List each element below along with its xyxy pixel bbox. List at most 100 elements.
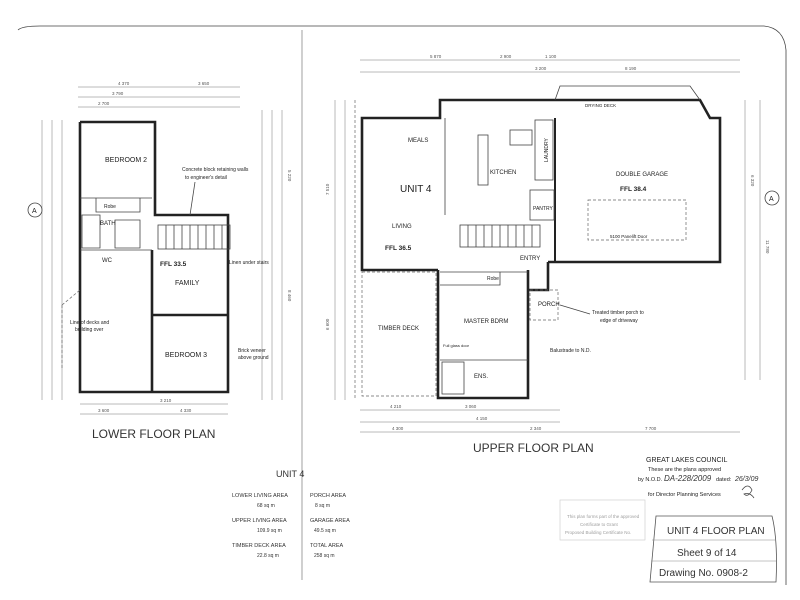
timber-deck-outline bbox=[361, 271, 437, 397]
robe bbox=[95, 198, 141, 213]
dim-label: 7 510 bbox=[325, 183, 330, 195]
area-label: TIMBER DECK AREA bbox=[232, 543, 286, 549]
kitchen-bench bbox=[477, 134, 489, 186]
dim-label: 4 210 bbox=[390, 404, 402, 409]
council-name: GREAT LAKES COUNCIL bbox=[646, 457, 728, 464]
unit-label: UNIT 4 bbox=[400, 184, 432, 195]
note-text: Brick veneer bbox=[238, 348, 266, 354]
stairs-lower bbox=[157, 224, 231, 250]
dim-label: 6 320 bbox=[750, 175, 755, 187]
section-marker bbox=[764, 190, 780, 206]
area-heading: UNIT 4 bbox=[276, 469, 304, 479]
dim-label: 4 370 bbox=[118, 81, 130, 86]
area-value: 68 sq m bbox=[257, 503, 275, 509]
title-block-frame bbox=[649, 515, 777, 583]
dim-label: 3 790 bbox=[112, 91, 124, 96]
stamp-line: for Director Planning Services bbox=[648, 492, 721, 498]
faint-stamp-line: Proposed Building Certificate No. bbox=[565, 530, 631, 535]
note-text: above ground bbox=[238, 355, 269, 361]
area-label: PORCH AREA bbox=[310, 493, 346, 499]
laundry bbox=[534, 119, 554, 181]
faint-stamp-box bbox=[559, 499, 646, 541]
note-text: Treated timber porch to bbox=[592, 310, 644, 316]
section-marker-label: A bbox=[769, 196, 774, 203]
room-label: MEALS bbox=[408, 138, 428, 144]
note-text: edge of driveway bbox=[600, 318, 638, 324]
dim-label: 8 460 bbox=[287, 290, 292, 302]
dim-label: 7 700 bbox=[645, 426, 657, 431]
wall bbox=[80, 120, 157, 198]
area-value: 109.9 sq m bbox=[257, 528, 282, 534]
dim-label: 3 210 bbox=[160, 398, 172, 403]
council-approval-stamp: GREAT LAKES COUNCIL These are the plans … bbox=[638, 457, 758, 499]
room-label: DOUBLE GARAGE bbox=[616, 172, 668, 178]
floor-level: FFL 38.4 bbox=[620, 186, 647, 193]
dim-label: 3 650 bbox=[198, 81, 210, 86]
area-value: 22.8 sq m bbox=[257, 553, 279, 559]
room-label: TIMBER DECK bbox=[378, 326, 419, 332]
robe bbox=[440, 272, 501, 286]
stamp-line: by N.O.D. bbox=[638, 477, 663, 483]
shower bbox=[441, 361, 465, 395]
sheet-number: Sheet 9 of 14 bbox=[677, 548, 737, 559]
dim-label: 2 700 bbox=[98, 101, 110, 106]
area-value: 49.5 sq m bbox=[314, 528, 336, 534]
dim-label: 6 600 bbox=[325, 318, 330, 330]
door-label: 5100 Panelift Door bbox=[610, 234, 648, 239]
area-value: 258 sq m bbox=[314, 553, 335, 559]
room-label: PORCH bbox=[538, 302, 560, 308]
faint-stamp-line: This plan forms part of the approved bbox=[567, 514, 640, 519]
wall bbox=[78, 122, 230, 394]
stamp-line: These are the plans approved bbox=[648, 467, 721, 473]
dim-label: 4 150 bbox=[476, 416, 488, 421]
room-label: BEDROOM 2 bbox=[105, 157, 147, 164]
note-leader bbox=[189, 181, 196, 216]
room-label: DRYING DECK bbox=[585, 103, 616, 108]
area-schedule: UNIT 4 LOWER LIVING AREA 68 sq m PORCH A… bbox=[232, 469, 350, 559]
title-block: UNIT 4 FLOOR PLAN Sheet 9 of 14 Drawing … bbox=[649, 515, 777, 583]
room-label: KITCHEN bbox=[490, 170, 516, 176]
lower-floor-title: LOWER FLOOR PLAN bbox=[92, 427, 215, 441]
sheet-border bbox=[17, 25, 787, 585]
bathtub bbox=[81, 214, 101, 249]
faint-certificate-stamp: This plan forms part of the approved Cer… bbox=[559, 499, 646, 541]
upper-floor-plan: 5 870 2 900 1 100 3 200 8 190 bbox=[325, 54, 780, 455]
room-label: FAMILY bbox=[175, 280, 200, 287]
area-label: UPPER LIVING AREA bbox=[232, 518, 287, 524]
room-label: PANTRY bbox=[533, 206, 553, 212]
drying-deck bbox=[554, 85, 701, 101]
room-label: WC bbox=[102, 258, 113, 264]
note-text: building over bbox=[75, 327, 104, 333]
faint-stamp-line: Certificate to Grant bbox=[580, 522, 619, 527]
area-value: 8 sq m bbox=[315, 503, 330, 509]
room-label: ENTRY bbox=[520, 256, 540, 262]
room-label: BEDROOM 3 bbox=[165, 352, 207, 359]
dim-label: 3 060 bbox=[465, 404, 477, 409]
section-marker bbox=[27, 202, 43, 218]
dim-label: 5 220 bbox=[287, 170, 292, 182]
wall bbox=[360, 116, 438, 272]
dim-label: 4 300 bbox=[392, 426, 404, 431]
stamp-dated-label: dated: bbox=[716, 477, 732, 483]
note-text: Line of decks and bbox=[70, 320, 109, 326]
area-label: TOTAL AREA bbox=[310, 543, 344, 549]
kitchen-sink bbox=[509, 129, 533, 146]
stamp-nod-number: DA-228/2009 bbox=[664, 474, 712, 483]
note-text: Balustrade to N.D. bbox=[550, 348, 591, 354]
dim-label: 2 340 bbox=[530, 426, 542, 431]
wall bbox=[375, 98, 722, 264]
room-label: Robe bbox=[487, 276, 499, 282]
upper-floor-title: UPPER FLOOR PLAN bbox=[473, 441, 594, 455]
dim-label: 11 780 bbox=[765, 240, 770, 254]
dim-label: 1 100 bbox=[545, 54, 557, 59]
garage-door-zone bbox=[587, 199, 687, 241]
deck-line bbox=[61, 289, 81, 306]
dim-label: 2 900 bbox=[500, 54, 512, 59]
porch-outline bbox=[529, 289, 559, 321]
stairs-upper bbox=[459, 224, 541, 248]
dim-label: 3 200 bbox=[535, 66, 547, 71]
dim-label: 3 600 bbox=[98, 408, 110, 413]
drawing-number: Drawing No. 0908-2 bbox=[659, 568, 748, 579]
